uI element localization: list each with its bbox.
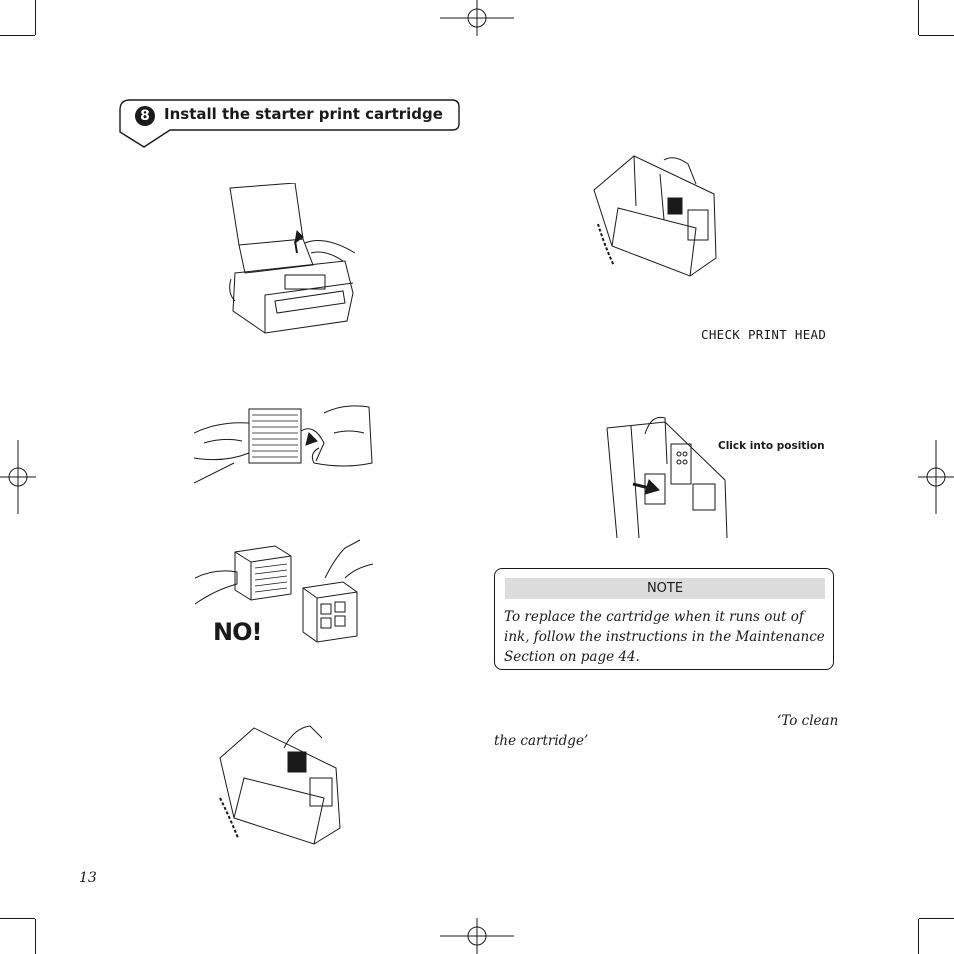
crop-mark [919, 918, 954, 919]
crop-mark [0, 918, 35, 919]
registration-mark-bottom [440, 918, 514, 954]
the-cartridge-fragment: the cartridge’ [494, 733, 589, 749]
remove-tape-illustration [194, 403, 374, 491]
crop-mark [918, 919, 919, 954]
crop-mark [918, 0, 919, 35]
page-number: 13 [79, 870, 97, 886]
registration-mark-right [918, 440, 954, 514]
note-heading: NOTE [505, 578, 825, 599]
click-into-position-label: Click into position [718, 440, 825, 452]
open-cover-illustration [590, 154, 720, 280]
crop-mark [35, 919, 36, 954]
note-box: NOTE To replace the cartridge when it ru… [494, 568, 834, 670]
lcd-display-message: CHECK PRINT HEAD [701, 327, 827, 342]
do-not-touch-contacts-illustration: NO! [195, 538, 375, 648]
crop-mark [35, 0, 36, 35]
insert-cartridge-illustration [214, 718, 344, 846]
to-clean-fragment: ‘To clean [777, 713, 839, 729]
registration-mark-top [440, 0, 514, 36]
no-warning-label: NO! [213, 618, 262, 646]
step-number-badge: 8 [135, 106, 155, 126]
note-body: To replace the cartridge when it runs ou… [504, 609, 825, 665]
fax-machine-paper-illustration [225, 183, 360, 335]
click-into-position-illustration [605, 414, 729, 538]
section-title: Install the starter print cartridge [164, 105, 443, 123]
crop-mark [0, 35, 35, 36]
registration-mark-left [0, 440, 36, 514]
section-heading-tab [118, 99, 460, 149]
crop-mark [919, 35, 954, 36]
